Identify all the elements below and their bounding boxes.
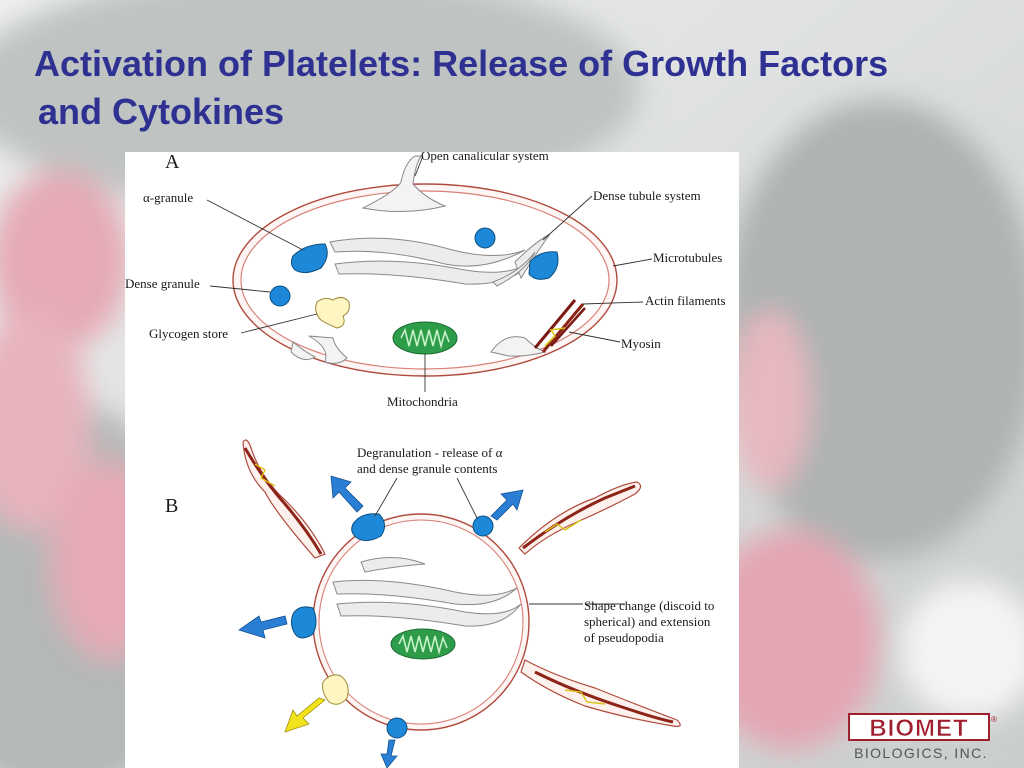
pseudopod-upper-right — [518, 481, 642, 555]
canalicular-opening-left — [290, 341, 317, 361]
dense-tubule-1 — [329, 237, 526, 267]
biomet-wordmark: BIOMET — [869, 715, 968, 742]
arrow-release-left — [238, 615, 288, 639]
myosin — [544, 327, 566, 347]
label-glycogen-store: Glycogen store — [149, 326, 228, 341]
glycogen-releasing — [322, 674, 349, 705]
alpha-granule-releasing-left — [290, 606, 317, 639]
dense-granule-releasing-bottom — [386, 717, 408, 739]
arrow-release-top-left — [330, 475, 364, 513]
label-degranulation-line-2: and dense granule contents — [357, 461, 497, 476]
tubule-b-2 — [336, 601, 522, 627]
canalicular-opening-bottom — [308, 335, 348, 364]
biomet-logo-mark: BIOMET ® — [848, 713, 997, 742]
pseudopod-lower-right — [520, 659, 681, 727]
label-shape-change-line-2: spherical) and extension — [584, 614, 711, 629]
biomet-subtitle: BIOLOGICS, INC. — [854, 745, 988, 761]
actin-filament-3 — [550, 307, 586, 347]
dense-granule — [269, 285, 291, 307]
actin-filament-1 — [533, 299, 577, 349]
title-line-2: and Cytokines — [38, 91, 285, 132]
platelet-diagram: A — [125, 152, 726, 768]
release-arrows — [238, 475, 524, 768]
panel-b: B — [165, 439, 714, 768]
label-mitochondria: Mitochondria — [387, 394, 458, 409]
myosin-pseudopodia — [254, 463, 606, 705]
label-shape-change-line-3: of pseudopodia — [584, 630, 664, 645]
dense-tubule-4 — [492, 251, 536, 287]
arrow-release-bottom — [380, 739, 398, 768]
slide-title: Activation of Platelets: Release of Grow… — [34, 40, 1014, 136]
label-actin-filaments: Actin filaments — [645, 293, 726, 308]
panel-a: A — [125, 152, 726, 409]
platelet-diagram-panel: A — [125, 152, 739, 768]
mitochondria-cristae — [400, 327, 450, 350]
arrow-release-top-right — [490, 489, 524, 521]
label-microtubules: Microtubules — [653, 250, 722, 265]
actin-pseudopod-lower — [534, 670, 674, 724]
label-shape-change-line-1: Shape change (discoid to — [584, 598, 714, 613]
label-open-canalicular: Open canalicular system — [421, 152, 549, 163]
actin-pseudopod-left — [243, 447, 323, 555]
label-alpha-granule: α-granule — [143, 190, 193, 205]
dense-granule-releasing-top — [472, 515, 494, 537]
panel-b-leader-lines — [374, 477, 625, 605]
arrow-release-glycogen — [284, 697, 326, 733]
panel-b-letter: B — [165, 495, 178, 517]
panel-a-leader-lines — [206, 155, 653, 392]
dense-granule-2 — [474, 227, 496, 249]
open-canalicular-system — [361, 155, 447, 213]
biomet-logo: BIOMET ® BIOLOGICS, INC. — [836, 712, 1006, 764]
label-degranulation-line-1: Degranulation - release of α — [357, 445, 503, 460]
registered-mark: ® — [991, 715, 997, 724]
panel-a-letter: A — [165, 152, 180, 173]
tubule-b-1 — [332, 579, 518, 606]
label-dense-tubule: Dense tubule system — [593, 188, 701, 203]
alpha-granule-releasing-top — [351, 513, 385, 542]
label-dense-granule: Dense granule — [125, 276, 200, 291]
alpha-granule — [290, 243, 328, 274]
mitochondria-b-cristae — [398, 633, 448, 656]
title-line-1: Activation of Platelets: Release of Grow… — [34, 43, 889, 84]
glycogen-store — [315, 296, 350, 329]
label-myosin: Myosin — [621, 336, 661, 351]
alpha-granule-right — [528, 251, 559, 280]
tubule-b-3 — [360, 556, 426, 573]
